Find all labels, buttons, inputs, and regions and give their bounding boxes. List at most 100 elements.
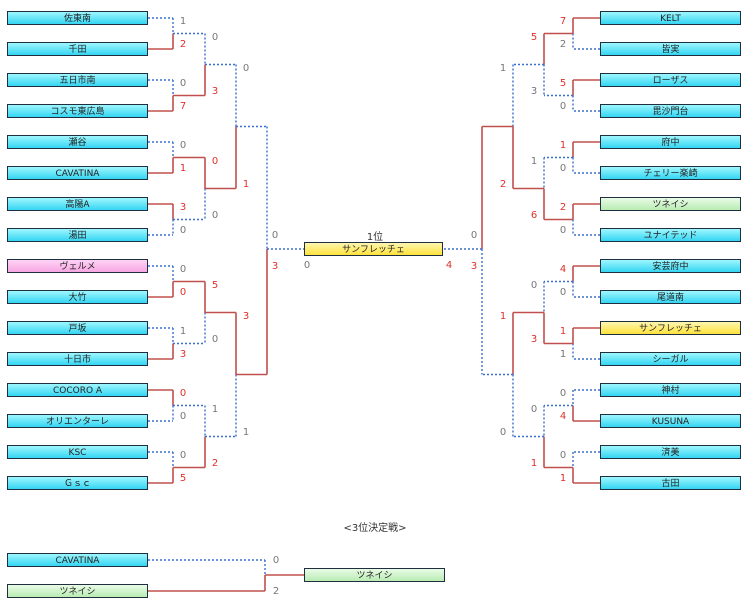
left-r2-score: 3	[211, 85, 219, 97]
left-r1-score: 0	[179, 411, 187, 422]
left-r1-score: 1	[179, 163, 187, 174]
left-team-box: 大竹	[7, 290, 148, 304]
right-team-box: 神村	[600, 383, 741, 397]
right-r1-score: 2	[559, 202, 567, 213]
left-team-box: 五日市南	[7, 73, 148, 87]
left-r3-score: 3	[242, 310, 250, 322]
right-r2-score: 1	[530, 155, 538, 167]
right-r1-score: 4	[559, 411, 567, 422]
left-r1-score: 7	[179, 101, 187, 112]
right-team-box: シーガル	[600, 352, 741, 366]
right-r1-score: 2	[559, 39, 567, 50]
final-score-left: 0	[303, 260, 311, 271]
right-r3-score: 2	[499, 178, 507, 190]
right-r1-score: 0	[559, 225, 567, 236]
left-team-box: 佐東南	[7, 11, 148, 25]
left-r1-score: 0	[179, 140, 187, 151]
third-place-team-a: CAVATINA	[7, 553, 148, 567]
left-r1-score: 2	[179, 39, 187, 50]
right-team-box: KELT	[600, 11, 741, 25]
final-score-right: 4	[445, 260, 453, 271]
right-semi-bottom-score: 3	[470, 261, 478, 272]
left-team-box: 瀬谷	[7, 135, 148, 149]
left-team-box: 戸坂	[7, 321, 148, 335]
right-r1-score: 0	[559, 101, 567, 112]
right-team-box: 府中	[600, 135, 741, 149]
left-r1-score: 1	[179, 16, 187, 27]
right-team-box: サンフレッチェ	[600, 321, 741, 335]
right-r2-score: 5	[530, 31, 538, 43]
right-r3-score: 1	[499, 62, 507, 74]
left-team-box: ヴェルメ	[7, 259, 148, 273]
right-r1-score: 7	[559, 16, 567, 27]
right-team-box: 皆実	[600, 42, 741, 56]
right-r2-score: 6	[530, 209, 538, 221]
right-r1-score: 5	[559, 78, 567, 89]
final-place-label: 1位	[366, 232, 384, 243]
left-team-box: Ｇｓｃ	[7, 476, 148, 490]
left-r1-score: 5	[179, 473, 187, 484]
right-team-box: KUSUNA	[600, 414, 741, 428]
left-r1-score: 0	[179, 78, 187, 89]
right-team-box: ユナイテッド	[600, 228, 741, 242]
right-r1-score: 1	[559, 349, 567, 360]
right-r1-score: 0	[559, 388, 567, 399]
right-team-box: 毘沙門台	[600, 104, 741, 118]
left-semi-top-score: 0	[271, 230, 279, 241]
left-r3-score: 1	[242, 426, 250, 438]
left-r2-score: 1	[211, 403, 219, 415]
third-place-title: <3位決定戦>	[343, 523, 407, 534]
left-team-box: CAVATINA	[7, 166, 148, 180]
right-r2-score: 3	[530, 333, 538, 345]
left-r2-score: 5	[211, 279, 219, 291]
right-r3-score: 1	[499, 310, 507, 322]
right-r1-score: 4	[559, 264, 567, 275]
left-r2-score: 0	[211, 209, 219, 221]
right-team-box: 済美	[600, 445, 741, 459]
left-r1-score: 3	[179, 202, 187, 213]
right-r3-score: 0	[499, 426, 507, 438]
final-champion-box: サンフレッチェ	[304, 242, 443, 256]
third-place-winner-box: ツネイシ	[304, 568, 445, 582]
left-team-box: KSC	[7, 445, 148, 459]
right-r2-score: 0	[530, 403, 538, 415]
left-r1-score: 1	[179, 326, 187, 337]
right-team-box: 古田	[600, 476, 741, 490]
left-r1-score: 0	[179, 388, 187, 399]
right-r1-score: 0	[559, 287, 567, 298]
left-r1-score: 0	[179, 225, 187, 236]
left-team-box: 高陽A	[7, 197, 148, 211]
right-semi-top-score: 0	[470, 230, 478, 241]
left-team-box: コスモ東広島	[7, 104, 148, 118]
right-team-box: ツネイシ	[600, 197, 741, 211]
left-team-box: 湯田	[7, 228, 148, 242]
left-r2-score: 2	[211, 457, 219, 469]
left-team-box: COCORO A	[7, 383, 148, 397]
left-r3-score: 0	[242, 62, 250, 74]
left-semi-bottom-score: 3	[271, 261, 279, 272]
left-r1-score: 0	[179, 287, 187, 298]
third-place-team-b: ツネイシ	[7, 584, 148, 598]
left-r2-score: 0	[211, 31, 219, 43]
right-team-box: ローザス	[600, 73, 741, 87]
left-r1-score: 3	[179, 349, 187, 360]
right-r1-score: 1	[559, 473, 567, 484]
right-r2-score: 3	[530, 85, 538, 97]
left-team-box: 千田	[7, 42, 148, 56]
right-r2-score: 1	[530, 457, 538, 469]
right-r1-score: 0	[559, 163, 567, 174]
third-place-score-b: 2	[272, 586, 280, 597]
right-r1-score: 1	[559, 326, 567, 337]
right-team-box: チェリー楽崎	[600, 166, 741, 180]
right-r1-score: 0	[559, 450, 567, 461]
left-r2-score: 0	[211, 333, 219, 345]
left-team-box: オリエンターレ	[7, 414, 148, 428]
left-r2-score: 0	[211, 155, 219, 167]
third-place-score-a: 0	[272, 555, 280, 566]
left-team-box: 十日市	[7, 352, 148, 366]
right-team-box: 安芸府中	[600, 259, 741, 273]
left-r1-score: 0	[179, 264, 187, 275]
left-r3-score: 1	[242, 178, 250, 190]
